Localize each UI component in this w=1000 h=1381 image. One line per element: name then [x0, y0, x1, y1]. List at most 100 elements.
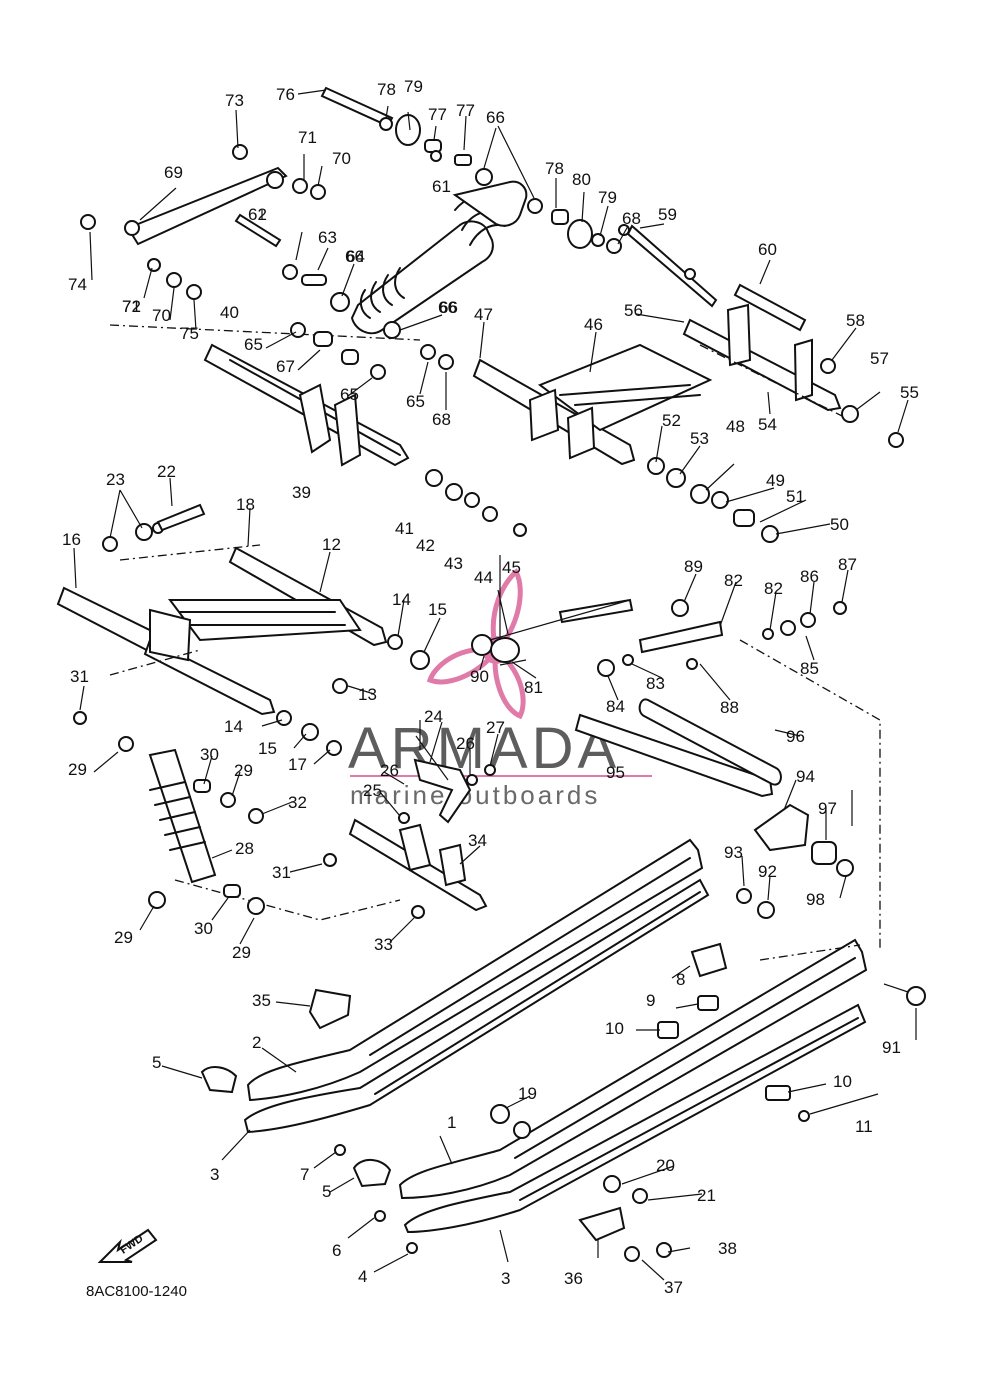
callout-number: 29 [68, 760, 87, 779]
callout-layer: 1233455678910101112131414151516171819202… [62, 77, 919, 1297]
callout-number: 36 [564, 1269, 583, 1288]
callout-number: 71 [298, 128, 317, 147]
callout-number: 11 [855, 1117, 873, 1136]
callout-number: 22 [157, 462, 176, 481]
callout-number: 51 [786, 487, 805, 506]
callout-number: 87 [838, 555, 857, 574]
callout-number: 64 [346, 247, 365, 266]
callout-number: 8 [676, 970, 685, 989]
slide-rail-right [398, 938, 868, 1234]
callout-number: 95 [606, 763, 625, 782]
callout-number: 10 [605, 1019, 624, 1038]
callout-number: 21 [697, 1186, 716, 1205]
callout-number: 66 [439, 298, 458, 317]
callout-number: 81 [524, 678, 543, 697]
rear-shock-absorber [109, 180, 528, 341]
rear-axle-bracket [682, 283, 851, 421]
callout-number: 62 [248, 205, 267, 224]
callout-number: 88 [720, 698, 739, 717]
callout-number: 97 [818, 799, 837, 818]
callout-number: 60 [758, 240, 777, 259]
callout-number: 6 [332, 1241, 341, 1260]
callout-number: 41 [395, 519, 414, 538]
callout-number: 83 [646, 674, 665, 693]
callout-number: 56 [624, 301, 643, 320]
callout-number: 65 [244, 335, 263, 354]
callout-number: 17 [288, 755, 307, 774]
callout-number: 45 [502, 558, 521, 577]
callout-number: 28 [235, 839, 254, 858]
callout-number: 20 [656, 1156, 675, 1175]
callout-number: 7 [300, 1165, 309, 1184]
callout-number: 58 [846, 311, 865, 330]
callout-number: 9 [646, 991, 655, 1010]
callout-number: 33 [374, 935, 393, 954]
hardware-parts [73, 114, 926, 1262]
callout-number: 85 [800, 659, 819, 678]
callout-number: 98 [806, 890, 825, 909]
leader-lines [73, 89, 917, 1281]
callout-number: 92 [758, 862, 777, 881]
callout-number: 30 [200, 745, 219, 764]
callout-number: 29 [232, 943, 251, 962]
callout-number: 82 [764, 579, 783, 598]
callout-number: 77 [428, 105, 447, 124]
callout-number: 1 [447, 1113, 456, 1132]
callout-number: 66 [438, 298, 457, 317]
callout-number: 89 [684, 557, 703, 576]
callout-number: 24 [424, 707, 443, 726]
callout-number: 19 [518, 1084, 537, 1103]
callout-number: 70 [152, 306, 171, 325]
front-arm [472, 343, 713, 466]
callout-number: 86 [800, 567, 819, 586]
callout-number: 71 [122, 297, 141, 316]
callout-number: 29 [114, 928, 133, 947]
front-shock-absorber [148, 748, 401, 921]
callout-number: 31 [70, 667, 89, 686]
callout-number: 13 [358, 685, 377, 704]
callout-number: 29 [234, 761, 253, 780]
callout-number: 68 [432, 410, 451, 429]
callout-number: 84 [606, 697, 625, 716]
forward-arrow-icon: FWD [97, 1228, 158, 1263]
diagram-code: 8AC8100-1240 [86, 1283, 187, 1300]
callout-number: 37 [664, 1278, 683, 1297]
callout-number: 31 [272, 863, 291, 882]
callout-number: 25 [363, 781, 382, 800]
callout-number: 52 [662, 411, 681, 430]
callout-number: 50 [830, 515, 849, 534]
callout-number: 59 [658, 205, 677, 224]
callout-number: 34 [468, 831, 487, 850]
callout-number: 63 [318, 228, 337, 247]
callout-number: 49 [766, 471, 785, 490]
callout-number: 65 [340, 385, 359, 404]
callout-number: 69 [164, 163, 183, 182]
callout-number: 78 [545, 159, 564, 178]
slide-rail-left [243, 838, 710, 1134]
callout-number: 3 [501, 1269, 510, 1288]
callout-number: 67 [276, 357, 295, 376]
callout-number: 27 [486, 718, 505, 737]
callout-number: 93 [724, 843, 743, 862]
callout-number: 55 [900, 383, 919, 402]
callout-number: 5 [152, 1053, 161, 1072]
callout-number: 38 [718, 1239, 737, 1258]
callout-number: 53 [690, 429, 709, 448]
callout-number: 3 [210, 1165, 219, 1184]
callout-number: 96 [786, 727, 805, 746]
watermark-brand: ARMADA [348, 716, 620, 781]
callout-number: 78 [377, 80, 396, 99]
callout-number: 66 [486, 108, 505, 127]
callout-number: 79 [404, 77, 423, 96]
callout-number: 79 [598, 188, 617, 207]
callout-number: 26 [380, 761, 399, 780]
callout-number: 40 [220, 303, 239, 322]
callout-number: 39 [292, 483, 311, 502]
callout-number: 16 [62, 530, 81, 549]
front-pivot-bracket [348, 758, 488, 912]
callout-number: 44 [474, 568, 493, 587]
callout-number: 10 [833, 1072, 852, 1091]
callout-number: 14 [224, 717, 243, 736]
callout-number: 72 [122, 297, 141, 316]
callout-number: 90 [470, 667, 489, 686]
